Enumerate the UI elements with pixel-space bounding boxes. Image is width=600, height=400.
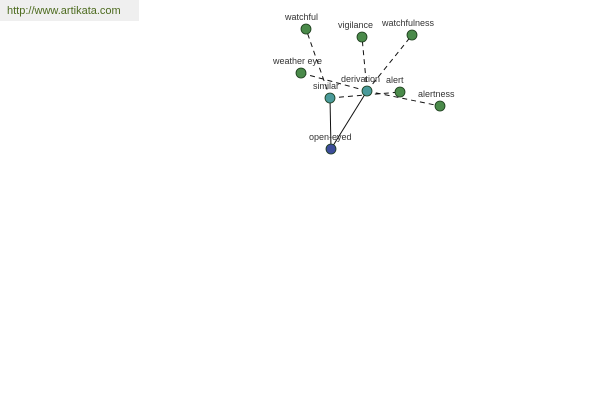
node-vigilance[interactable]: vigilance bbox=[338, 20, 373, 43]
edge-similar-watchful bbox=[305, 28, 331, 99]
node-alert[interactable]: alert bbox=[386, 75, 406, 98]
node-label-similar[interactable]: similar bbox=[313, 81, 339, 91]
node-dot-similar[interactable] bbox=[324, 92, 336, 104]
edge-derivation-watchfulness bbox=[366, 34, 413, 92]
node-watchful[interactable]: watchful bbox=[284, 12, 318, 35]
node-dot-alertness[interactable] bbox=[434, 100, 446, 112]
edge-similar-alert bbox=[329, 91, 401, 99]
node-label-watchfulness[interactable]: watchfulness bbox=[381, 18, 435, 28]
node-label-vigilance[interactable]: vigilance bbox=[338, 20, 373, 30]
node-weather-eye[interactable]: weather eye bbox=[272, 56, 322, 79]
node-dot-open-eyed[interactable] bbox=[325, 143, 337, 155]
site-url-link[interactable]: http://www.artikata.com bbox=[7, 5, 121, 17]
edge-open-eyed-similar bbox=[329, 97, 332, 150]
node-open-eyed[interactable]: open-eyed bbox=[309, 132, 352, 155]
edge-derivation-alertness bbox=[366, 90, 441, 107]
node-dot-alert[interactable] bbox=[394, 86, 406, 98]
node-similar[interactable]: similar bbox=[313, 81, 339, 104]
node-dot-watchful[interactable] bbox=[300, 23, 312, 35]
node-derivation[interactable]: derivation bbox=[341, 74, 380, 97]
graph-edges bbox=[300, 28, 441, 150]
node-dot-watchfulness[interactable] bbox=[406, 29, 418, 41]
edge-open-eyed-derivation bbox=[330, 90, 368, 150]
node-dot-vigilance[interactable] bbox=[356, 31, 368, 43]
node-label-alert[interactable]: alert bbox=[386, 75, 404, 85]
node-label-weather-eye[interactable]: weather eye bbox=[272, 56, 322, 66]
node-dot-derivation[interactable] bbox=[361, 85, 373, 97]
edge-derivation-vigilance bbox=[361, 36, 368, 92]
node-label-watchful[interactable]: watchful bbox=[284, 12, 318, 22]
edge-derivation-weather-eye bbox=[300, 72, 368, 92]
node-label-alertness[interactable]: alertness bbox=[418, 89, 455, 99]
url-banner: http://www.artikata.com bbox=[0, 0, 139, 21]
node-dot-weather-eye[interactable] bbox=[295, 67, 307, 79]
node-label-derivation[interactable]: derivation bbox=[341, 74, 380, 84]
node-label-open-eyed[interactable]: open-eyed bbox=[309, 132, 352, 142]
node-watchfulness[interactable]: watchfulness bbox=[381, 18, 435, 41]
node-alertness[interactable]: alertness bbox=[418, 89, 455, 112]
